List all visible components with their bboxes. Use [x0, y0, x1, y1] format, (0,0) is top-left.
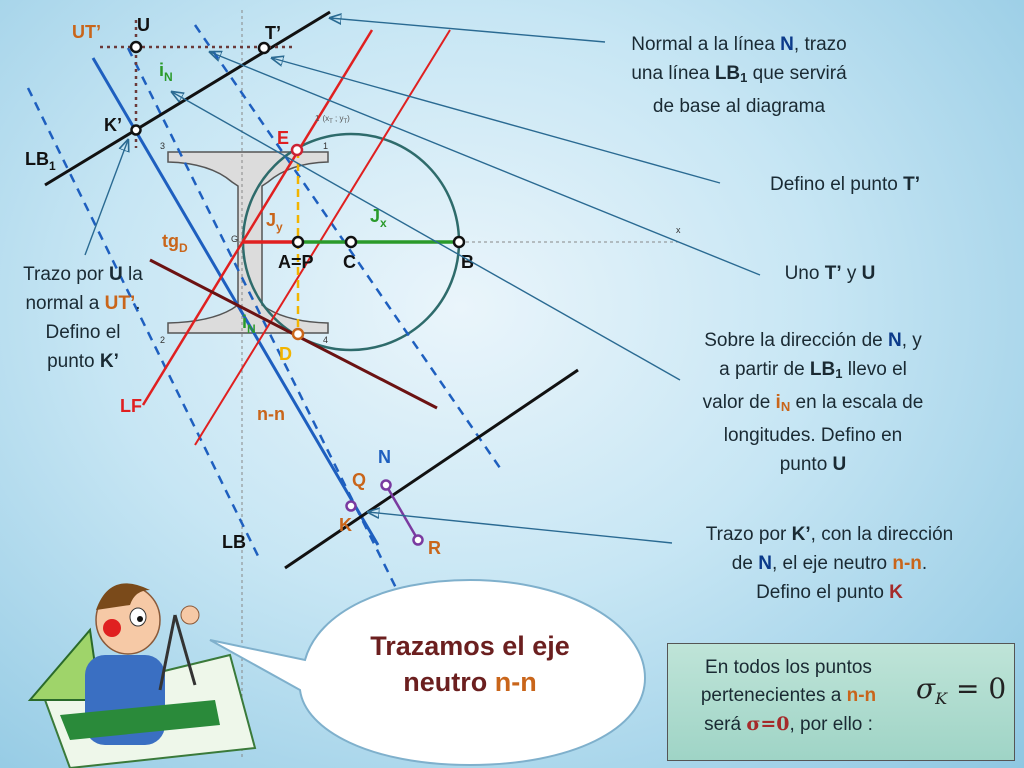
label-ut: UT’: [72, 22, 101, 42]
point-a: [291, 235, 305, 249]
label-t: T’: [265, 23, 281, 43]
point-b: [452, 235, 466, 249]
label-a-p: A=P: [278, 252, 314, 272]
point-t: [257, 41, 271, 55]
label-r: R: [428, 538, 441, 558]
red-line-2: [194, 29, 451, 446]
label-4: 4: [323, 335, 328, 345]
bubble-text: Trazamos el eje neutro n-n: [370, 631, 570, 697]
point-u: [129, 40, 143, 54]
label-nn: n-n: [257, 404, 285, 424]
conclusion-text: En todos los puntos pertenecientes a n-n…: [700, 657, 877, 735]
blue-solid-line: [91, 57, 380, 546]
label-1: 1: [323, 141, 328, 151]
nr-segment: [384, 484, 420, 541]
label-u: U: [137, 15, 150, 35]
label-coord: 1(xT ; yT): [315, 114, 350, 125]
point-c: [344, 235, 358, 249]
label-e: E: [277, 128, 289, 148]
note-neutral-axis: Trazo por K’, con la dirección de N, el …: [705, 524, 954, 603]
label-x-axis: x: [676, 225, 681, 235]
note-join-tu: Uno T’ y U: [784, 263, 876, 284]
note-normal-lb1: Normal a la línea N, trazo una línea LB1…: [631, 34, 847, 117]
note-define-u: Sobre la dirección de N, y a partir de L…: [702, 330, 924, 475]
conclusion-box: En todos los puntos pertenecientes a n-n…: [667, 643, 1015, 761]
point-d: [291, 327, 305, 341]
label-g: G: [231, 234, 238, 244]
label-lf: LF: [120, 396, 142, 416]
label-q: Q: [352, 470, 366, 490]
label-c: C: [343, 252, 356, 272]
label-jx: Jx: [370, 206, 387, 230]
label-jy: Jy: [266, 210, 283, 234]
label-tgd: tgD: [162, 231, 188, 255]
blue-dashed-lines: [26, 24, 502, 597]
sigma-formula: σK = 0: [916, 672, 1007, 708]
label-k: K: [339, 515, 352, 535]
label-lb: LB: [222, 532, 246, 552]
label-lb1: LB1: [25, 149, 56, 173]
label-3: 3: [160, 141, 165, 151]
point-n: [380, 479, 392, 491]
point-k: [345, 500, 357, 512]
label-k-prime: K’: [104, 115, 122, 135]
note-normal-ut: Trazo por U la normal a UT’. Defino el p…: [23, 264, 143, 372]
point-r: [412, 534, 424, 546]
annotation-arrows: [84, 18, 761, 544]
lf-line: [141, 29, 374, 406]
point-e: [290, 143, 304, 157]
lb-line: [284, 368, 579, 570]
label-d: D: [279, 344, 292, 364]
label-n: N: [378, 447, 391, 467]
note-define-t: Defino el punto T’: [770, 174, 920, 195]
speech-bubble: [209, 578, 647, 767]
label-2: 2: [160, 335, 165, 345]
draftsman-illustration: [27, 583, 257, 768]
label-in-top: iN: [159, 60, 173, 84]
label-in-mid: iN: [242, 312, 256, 336]
point-k-prime: [130, 124, 142, 136]
lb1-line: [44, 10, 331, 187]
